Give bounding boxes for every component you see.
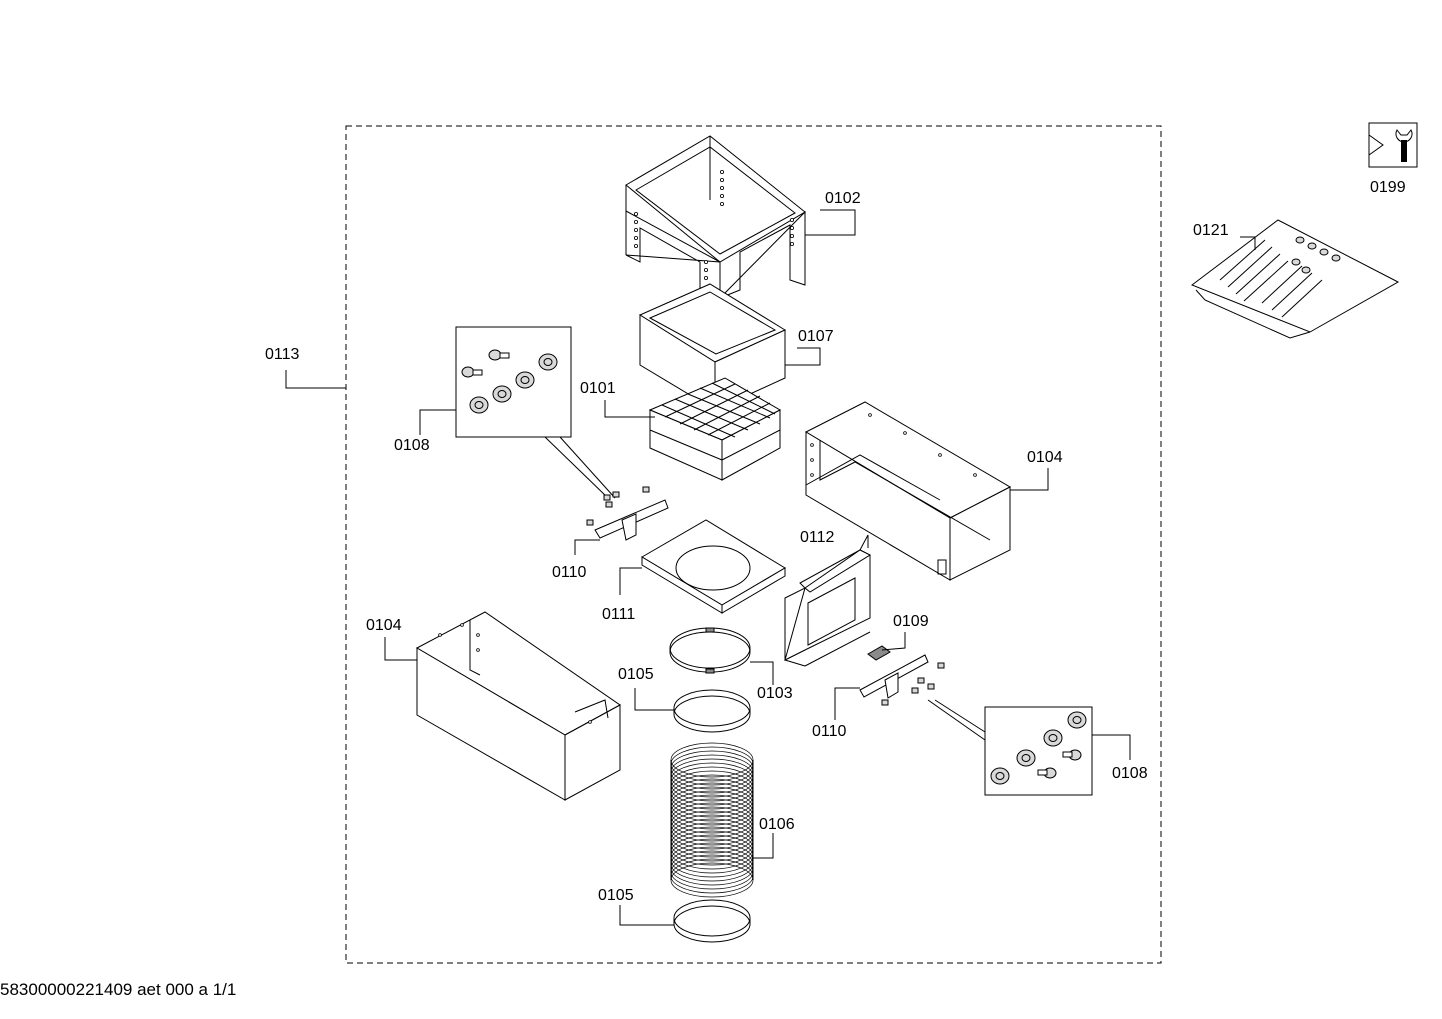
duct-corrugation <box>670 838 754 874</box>
part-0112-bracket[interactable] <box>784 549 872 667</box>
duct-corrugation <box>670 834 754 870</box>
duct-corrugation <box>670 798 754 834</box>
duct-corrugation <box>670 826 754 862</box>
duct-corrugation <box>670 750 754 786</box>
duct-corrugation <box>670 846 754 882</box>
part-0102-frame[interactable] <box>625 135 806 299</box>
duct-corrugation <box>670 822 754 858</box>
label-0107: 0107 <box>798 328 834 345</box>
label-0110-right: 0110 <box>812 723 847 740</box>
duct-corrugation <box>670 790 754 826</box>
duct-corrugation <box>670 854 754 890</box>
duct-corrugation <box>670 746 754 782</box>
label-0104-right: 0104 <box>1027 449 1063 466</box>
duct-corrugation <box>670 858 754 894</box>
duct-corrugation <box>670 818 754 854</box>
duct-corrugation <box>670 862 754 898</box>
duct-corrugation <box>670 794 754 830</box>
part-0110-right-bracket[interactable] <box>859 654 945 706</box>
document-id: 58300000221409 aet 000 a 1/1 <box>0 980 237 999</box>
part-0121-screw-bag[interactable] <box>1190 219 1400 339</box>
part-0107-inner-box[interactable] <box>638 283 787 411</box>
label-0102: 0102 <box>825 190 861 207</box>
label-0109: 0109 <box>893 613 929 630</box>
label-0121: 0121 <box>1193 222 1229 239</box>
label-0105-bottom: 0105 <box>598 887 634 904</box>
duct-corrugation <box>670 770 754 806</box>
spacer-icon <box>990 711 1087 785</box>
label-0103: 0103 <box>757 685 793 702</box>
duct-corrugation <box>670 762 754 798</box>
label-0199: 0199 <box>1370 179 1406 196</box>
duct-corrugation <box>670 754 754 790</box>
duct-corrugation <box>670 810 754 846</box>
duct-corrugation <box>670 830 754 866</box>
duct-corrugation <box>670 850 754 886</box>
duct-corrugation <box>670 766 754 802</box>
label-0104-left: 0104 <box>366 617 402 634</box>
part-0108-top-inset[interactable] <box>455 326 616 499</box>
part-0108-bottom-inset[interactable] <box>927 699 1093 796</box>
part-0104-right-panel[interactable] <box>804 401 1012 581</box>
part-0101-filter[interactable] <box>648 377 782 481</box>
duct-corrugation <box>670 786 754 822</box>
duct-corrugation <box>670 778 754 814</box>
duct-corrugation <box>670 842 754 878</box>
part-labels: 0113 0102 0107 0101 0108 0104 0110 0111 … <box>265 179 1406 904</box>
label-0112: 0112 <box>800 529 835 546</box>
part-0104-left-panel[interactable] <box>415 611 621 801</box>
label-0106: 0106 <box>759 816 795 833</box>
duct-corrugation <box>670 814 754 850</box>
label-0105-top: 0105 <box>618 666 654 683</box>
duct-corrugation <box>670 782 754 818</box>
duct-corrugation <box>670 774 754 810</box>
duct-corrugation <box>670 806 754 842</box>
label-0108-top: 0108 <box>394 437 430 454</box>
label-0108-bottom: 0108 <box>1112 765 1148 782</box>
duct-corrugation <box>670 802 754 838</box>
part-0105-top-ring[interactable] <box>673 689 751 733</box>
part-0109-clip[interactable] <box>867 645 891 661</box>
part-0111-tray[interactable] <box>641 519 786 614</box>
part-0105-bottom-ring[interactable] <box>673 899 751 943</box>
assembly-boundary <box>345 125 1162 964</box>
label-0110-left: 0110 <box>552 564 587 581</box>
label-0111: 0111 <box>602 606 635 623</box>
part-0106-flex-duct[interactable] <box>670 742 754 898</box>
duct-corrugation <box>670 742 754 778</box>
label-0101: 0101 <box>580 380 616 397</box>
duct-corrugation <box>670 758 754 794</box>
label-0113: 0113 <box>265 346 300 363</box>
spacer-icon <box>461 349 558 414</box>
leader-lines <box>285 209 1256 926</box>
part-0103-clamp-ring[interactable] <box>669 627 751 674</box>
wrench-icon[interactable] <box>1368 122 1418 168</box>
part-0110-left-bracket[interactable] <box>586 486 669 541</box>
